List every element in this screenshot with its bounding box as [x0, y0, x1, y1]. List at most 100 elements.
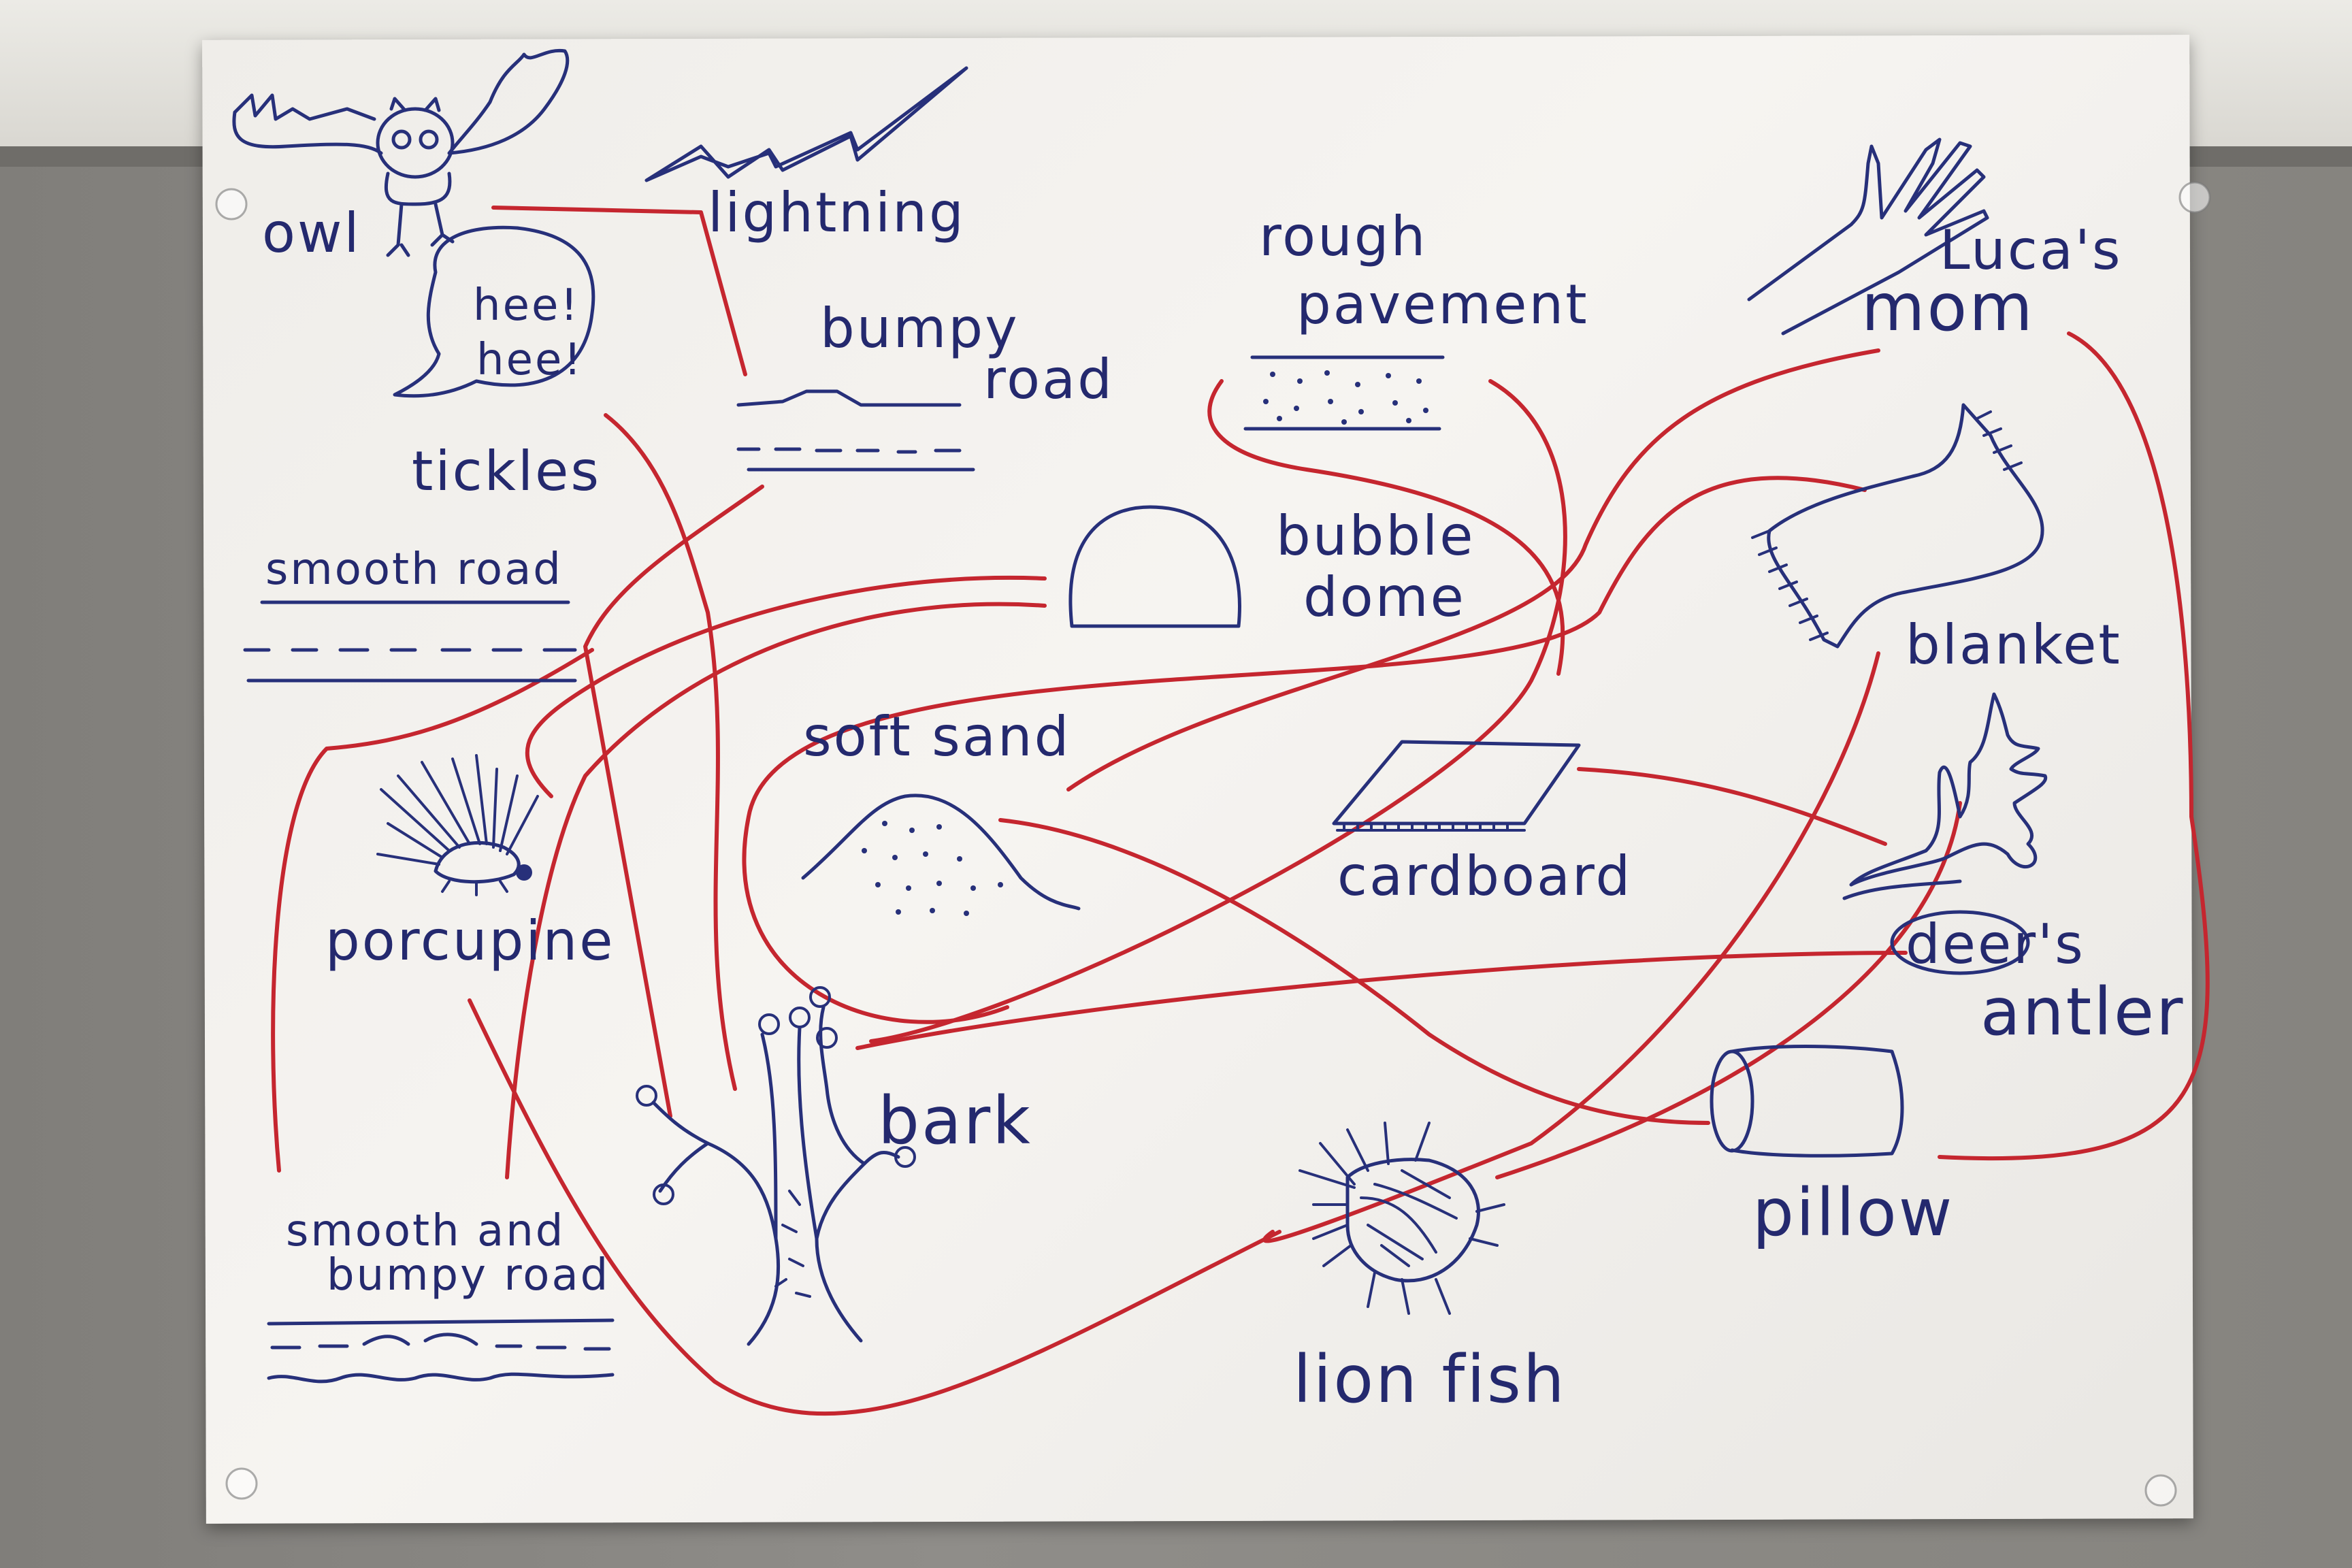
- tree-drawing: [636, 986, 916, 1346]
- connector-owl-lightning-bumpy: [491, 206, 747, 376]
- connector-cardboard-antler: [1577, 767, 1887, 846]
- bark-label: bark: [878, 1083, 1032, 1159]
- sand-dots: [862, 821, 1003, 916]
- rough-pavement-drawing: [1243, 355, 1445, 431]
- bumpy-label: bumpy: [820, 297, 1019, 360]
- pushpin: [225, 1467, 258, 1500]
- pillow-body: [1730, 1045, 1904, 1158]
- owl-left-wing-feathers: [233, 93, 376, 121]
- blanket-label: blanket: [1906, 613, 2122, 676]
- tree-leaf: [809, 986, 831, 1008]
- bumpy-road-top: [736, 389, 962, 407]
- connector-mom-softsand: [1066, 348, 1880, 791]
- cardboard-top: [1332, 740, 1581, 826]
- dome-label: dome: [1303, 566, 1466, 629]
- pushpins: [215, 181, 2211, 1507]
- porcupine-drawing: [376, 754, 539, 896]
- lionfish-body: [1345, 1158, 1480, 1283]
- owl-head: [376, 107, 455, 179]
- sb-road-bottom: [267, 1372, 615, 1384]
- tree-leaf: [789, 1007, 811, 1028]
- lion-fish-label: lion fish: [1293, 1341, 1567, 1418]
- connector-bumpy-bark: [583, 485, 764, 1118]
- deers-label: deer's: [1906, 913, 2085, 976]
- tree-leaf: [816, 1027, 838, 1049]
- porcupine-nose: [516, 864, 532, 881]
- soft-sand-drawing: [801, 794, 1081, 916]
- tree-leaf: [636, 1085, 657, 1107]
- blanket-shape: [1767, 403, 2044, 649]
- tree-leaf: [758, 1013, 780, 1035]
- connector-antler-lionfish: [1495, 801, 1962, 1179]
- connector-blanket-lionfish: [1262, 651, 1880, 1243]
- bumpy-road-label-2: bumpy road: [327, 1250, 610, 1301]
- connector-dome-smoothbumpy: [505, 602, 1047, 1179]
- sb-road-center: [270, 1333, 611, 1351]
- smooth-and-label: smooth and: [286, 1206, 565, 1256]
- tree-leaf: [653, 1183, 674, 1205]
- rough-label: rough: [1259, 205, 1427, 268]
- smooth-road-label: smooth road: [265, 544, 563, 595]
- tickles-label: tickles: [412, 440, 601, 503]
- lionfish-scales: [1360, 1169, 1458, 1267]
- deer-circled-highlight: [1890, 910, 2030, 975]
- lionfish-drawing: [1298, 1122, 1505, 1315]
- porcupine-feet: [441, 880, 508, 896]
- antler-drawing: [1842, 692, 2048, 900]
- hee-2: hee!: [476, 335, 583, 385]
- owl-label: owl: [262, 201, 361, 265]
- pillow-label: pillow: [1752, 1175, 1954, 1251]
- blanket-drawing: [1751, 403, 2044, 649]
- owl-left-wing: [232, 110, 383, 155]
- lucas-label: Luca's: [1940, 218, 2123, 282]
- antler-label: antler: [1980, 974, 2185, 1050]
- speech-bubble: [393, 225, 595, 398]
- sand-mound: [801, 794, 1081, 911]
- connector-bark-antler: [855, 951, 1908, 1050]
- cardboard-edge: [1333, 822, 1526, 832]
- cardboard-drawing: [1332, 740, 1581, 832]
- connector-smoothroad-smoothbumpy: [271, 648, 594, 1173]
- pillow-end: [1710, 1049, 1754, 1153]
- owl-right-wing: [447, 48, 570, 155]
- bubble-label: bubble: [1276, 504, 1475, 568]
- cardboard-label: cardboard: [1337, 845, 1632, 908]
- lightning-label: lightning: [708, 181, 966, 244]
- owl-body: [384, 172, 452, 206]
- pavement-label: pavement: [1296, 273, 1589, 336]
- smooth-bumpy-road-drawing: [267, 1318, 615, 1384]
- pillow-drawing: [1710, 1045, 1904, 1158]
- lionfish-spines: [1298, 1122, 1505, 1315]
- mom-label: mom: [1861, 270, 2035, 346]
- bumpy-road-center: [736, 447, 962, 454]
- connector-lines: [271, 206, 2210, 1416]
- connector-tickles-bark: [604, 413, 737, 1091]
- pushpin: [2144, 1474, 2177, 1507]
- porcupine-quills: [376, 754, 539, 866]
- tree-bark-marks: [774, 1190, 811, 1298]
- connector-mom-pillow: [1938, 331, 2210, 1161]
- bumpy-road-drawing: [736, 389, 975, 472]
- connector-porcupine-lionfish: [468, 998, 1281, 1416]
- antler-base: [1842, 879, 1962, 900]
- owl-eye-right: [419, 129, 439, 150]
- antler-shape: [1849, 692, 2048, 887]
- tree-trunk-left: [651, 1100, 781, 1346]
- pavement-texture-dots: [1263, 370, 1428, 425]
- pushpin: [215, 188, 248, 220]
- owl-drawing: [232, 48, 570, 257]
- bubble-dome-drawing: [1068, 505, 1241, 628]
- soft-sand-label: soft sand: [803, 705, 1071, 768]
- pushpin: [2178, 181, 2211, 214]
- porcupine-label: porcupine: [325, 909, 615, 973]
- hand-drawing: [1747, 137, 1989, 336]
- connector-rough-bark: [869, 379, 1567, 1043]
- owl-feet: [386, 202, 455, 257]
- connector-blanket-bark: [742, 476, 1867, 1024]
- connector-dome-porcupine: [525, 575, 1047, 798]
- road-label: road: [983, 348, 1114, 411]
- sb-road-top: [267, 1318, 615, 1326]
- hee-1: hee!: [473, 280, 580, 331]
- owl-ear-tufts: [389, 97, 441, 112]
